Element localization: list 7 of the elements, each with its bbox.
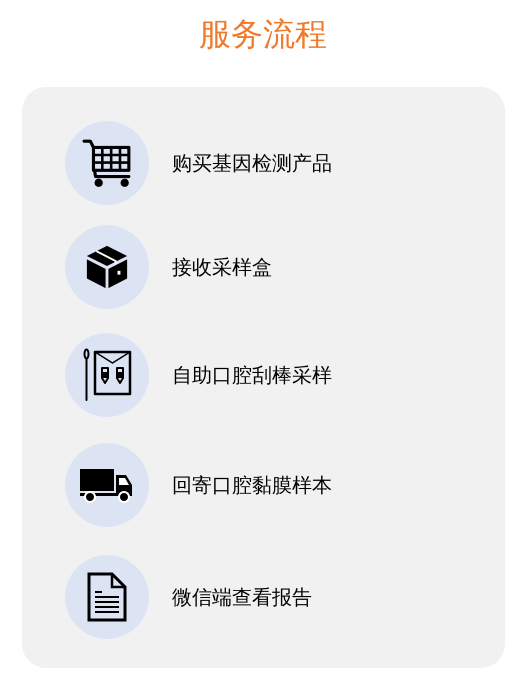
panel bbox=[22, 87, 505, 668]
step-label: 购买基因检测产品 bbox=[172, 150, 332, 177]
step-label: 微信端查看报告 bbox=[172, 584, 312, 611]
step-label: 自助口腔刮棒采样 bbox=[172, 362, 332, 389]
step-label: 接收采样盒 bbox=[172, 254, 272, 281]
step-label: 回寄口腔黏膜样本 bbox=[172, 472, 332, 499]
title: 服务流程 bbox=[198, 14, 328, 54]
